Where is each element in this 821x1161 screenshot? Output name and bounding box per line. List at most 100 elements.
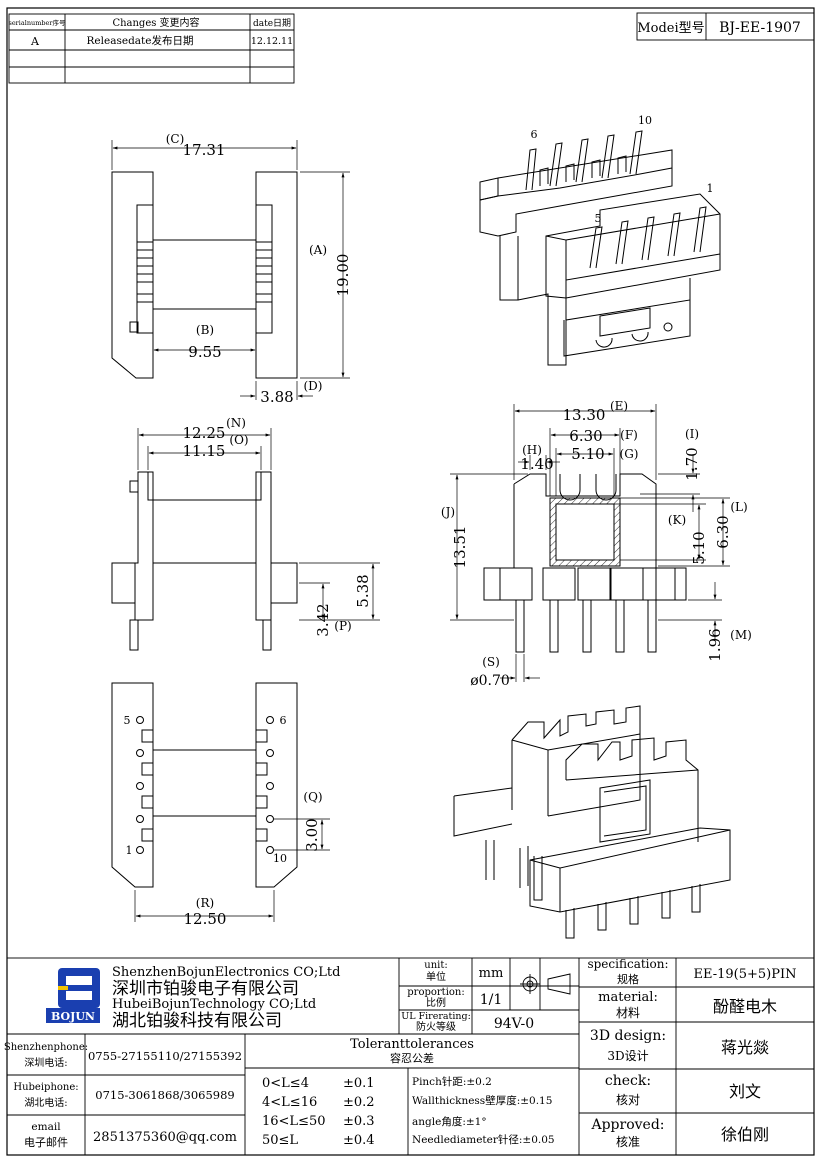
dim-m-value: 1.96 — [706, 628, 724, 661]
proportion-label-en: proportion: — [407, 987, 464, 998]
tolerance-tol-2: ±0.2 — [343, 1095, 375, 1110]
dim-h-value: 1.40 — [520, 455, 553, 473]
dim-i-value: 1.70 — [683, 447, 701, 480]
dim-j-label: (J) — [441, 505, 455, 519]
dim-b-label: (B) — [196, 323, 214, 337]
dim-h-label: (H) — [522, 443, 542, 457]
tolerance-range-1: 0<L≤4 — [262, 1076, 309, 1091]
proportion-value: 1/1 — [480, 992, 503, 1008]
dim-n-label: (N) — [226, 416, 246, 430]
dim-c-label: (C) — [166, 132, 185, 146]
dim-l-value: 6.30 — [714, 515, 732, 548]
dim-q-value: 3.00 — [303, 818, 321, 851]
projection-symbol-icon — [520, 973, 571, 995]
rev-row-change: Releasedate发布日期 — [87, 34, 194, 47]
specification-label-en: specification: — [587, 957, 668, 971]
dim-e-value: 13.30 — [563, 406, 606, 424]
tolerance-range-4: 50≤L — [262, 1133, 298, 1148]
iso-view-top — [479, 130, 721, 366]
tolerance-note-4: Needlediameter针径:±0.05 — [412, 1133, 555, 1146]
tolerance-note-2: Wallthickness壁厚度:±0.15 — [412, 1094, 552, 1107]
dim-g-value: 5.10 — [571, 445, 604, 463]
approved-label-en: Approved: — [590, 1117, 664, 1133]
dim-q-label: (Q) — [303, 790, 322, 804]
contact-sz-value: 0755-27155110/27155392 — [88, 1049, 242, 1063]
tolerance-title-en: Toleranttolerances — [350, 1037, 474, 1052]
tolerance-tol-3: ±0.3 — [343, 1114, 375, 1129]
company-name-en-1: ShenzhenBojunElectronics CO;Ltd — [112, 965, 340, 980]
bottom-pin-6: 6 — [280, 714, 287, 727]
dim-s-value: ø0.70 — [470, 673, 510, 689]
dim-d-label: (D) — [304, 379, 323, 393]
model-box — [636, 12, 815, 41]
contact-sz-label-cn: 深圳电话: — [24, 1056, 67, 1069]
dim-s-label: (S) — [482, 655, 500, 669]
dim-i-label: (I) — [685, 427, 699, 441]
dim-f-label: (F) — [620, 428, 638, 442]
dim-538-value: 5.38 — [354, 574, 372, 607]
dim-c-value: 17.31 — [183, 141, 226, 159]
dim-m-label: (M) — [730, 628, 752, 642]
approved-label-cn: 核准 — [616, 1135, 640, 1149]
check-value: 刘文 — [729, 1082, 761, 1101]
design-label-en: 3D design: — [590, 1028, 666, 1044]
ul-label-en: UL Firerating: — [401, 1011, 471, 1022]
dim-j-value: 13.51 — [451, 526, 469, 569]
company-name-en-2: HubeiBojunTechnology CO;Ltd — [112, 997, 316, 1012]
rev-row-serial: A — [30, 35, 40, 48]
company-logo: BOJUN — [46, 968, 100, 1023]
side-view — [111, 471, 298, 651]
rev-header-date: date日期 — [253, 18, 291, 29]
iso-pin-10: 10 — [638, 114, 652, 127]
proportion-label-cn: 比例 — [426, 996, 446, 1009]
side-view-dimension-lines — [137, 428, 380, 621]
dim-f-value: 6.30 — [569, 427, 602, 445]
contact-email-value: 2851375360@qq.com — [93, 1130, 237, 1145]
tolerance-tol-4: ±0.4 — [343, 1133, 375, 1148]
specification-value: EE-19(5+5)PIN — [694, 967, 797, 982]
contact-hb-label-en: Hubeiphone: — [13, 1082, 78, 1093]
rev-header-serial: serialnumber序号 — [9, 18, 66, 27]
material-value: 酚醛电木 — [713, 997, 777, 1016]
design-label-cn: 3D设计 — [607, 1049, 648, 1063]
contact-hb-label-cn: 湖北电话: — [24, 1096, 67, 1109]
dim-k-label: (K) — [668, 513, 686, 527]
company-name-cn-1: 深圳市铂骏电子有限公司 — [112, 979, 299, 999]
unit-label-en: unit: — [424, 960, 447, 971]
bottom-pin-1: 1 — [126, 844, 133, 857]
check-label-en: check: — [605, 1073, 651, 1089]
title-block-frame — [6, 957, 815, 1156]
dim-n-value: 12.25 — [183, 424, 226, 442]
material-label-cn: 材料 — [616, 1006, 640, 1020]
rev-header-changes: Changes 变更内容 — [112, 16, 199, 29]
top-view — [111, 171, 298, 379]
dim-b-value: 9.55 — [188, 343, 221, 361]
iso-view-bottom — [453, 705, 731, 939]
bottom-pin-5: 5 — [124, 714, 131, 727]
dim-o-value: 11.15 — [183, 442, 226, 460]
dim-d-value: 3.88 — [260, 388, 293, 406]
dim-a-value: 19.00 — [334, 254, 352, 297]
dim-e-label: (E) — [610, 399, 628, 413]
tolerance-note-3: angle角度:±1° — [412, 1115, 487, 1128]
dim-o-label: (O) — [229, 433, 248, 447]
section-view — [483, 473, 687, 653]
tolerance-tol-1: ±0.1 — [343, 1076, 375, 1091]
contact-sz-label-en: Shenzhenphone: — [4, 1042, 88, 1053]
iso-pin-6: 6 — [531, 128, 538, 141]
approved-value: 徐伯刚 — [721, 1125, 769, 1144]
tolerance-range-2: 4<L≤16 — [262, 1095, 317, 1110]
model-value: BJ-EE-1907 — [719, 20, 801, 36]
design-value: 蒋光燚 — [721, 1038, 769, 1057]
contact-email-label-en: email — [31, 1121, 61, 1133]
dim-r-label: (R) — [196, 896, 214, 910]
check-label-cn: 核对 — [616, 1093, 640, 1107]
revision-table — [8, 13, 295, 84]
ul-label-cn: 防火等级 — [416, 1020, 456, 1033]
contact-email-label-cn: 电子邮件 — [24, 1136, 68, 1149]
tolerance-range-3: 16<L≤50 — [262, 1114, 326, 1129]
bottom-view — [111, 682, 298, 888]
section-view-dimension-lines — [450, 404, 730, 682]
dim-a-label: (A) — [309, 243, 327, 257]
